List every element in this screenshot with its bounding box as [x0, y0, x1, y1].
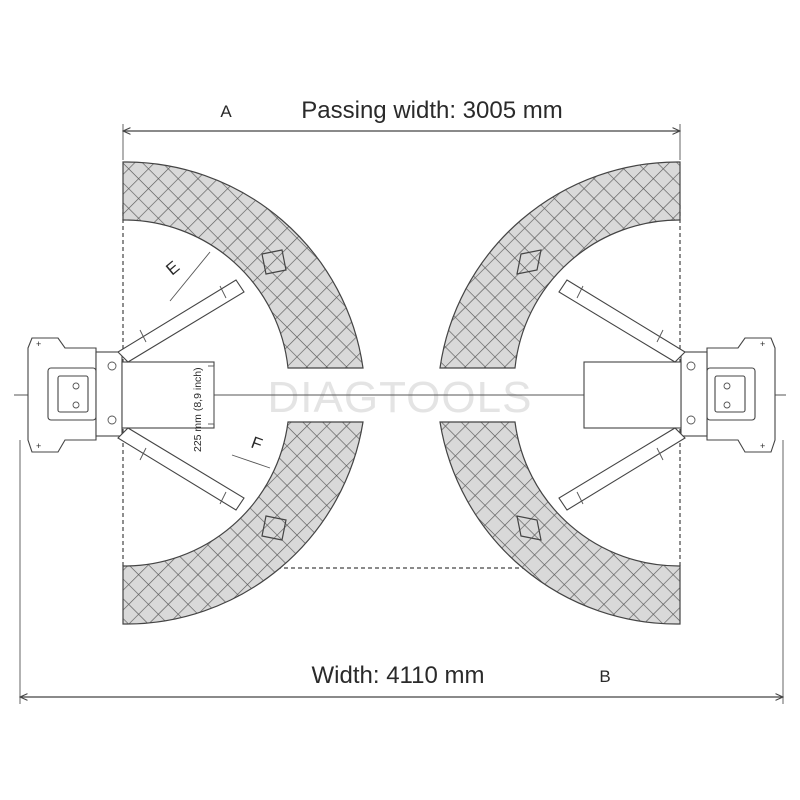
- right-lower-pad-arc: [439, 421, 681, 625]
- arm-spacing-label: 225 mm (8,9 inch): [192, 367, 204, 452]
- passing-width-dimension: [123, 124, 680, 160]
- f-leader-line: [231, 454, 271, 469]
- svg-text:+: +: [36, 339, 41, 349]
- left-post: + +: [27, 337, 215, 453]
- passing-width-label: Passing width: 3005 mm: [301, 97, 562, 124]
- left-lower-arm: [117, 427, 287, 541]
- left-upper-arm: [117, 249, 287, 363]
- width-label: Width: 4110 mm: [312, 662, 485, 689]
- svg-text:+: +: [760, 339, 765, 349]
- svg-text:+: +: [36, 441, 41, 451]
- left-lower-pad-arc: [122, 421, 364, 625]
- letter-a-label: A: [220, 102, 232, 121]
- letter-b-label: B: [599, 667, 610, 686]
- left-upper-pad-arc: [122, 161, 364, 369]
- right-upper-pad-arc: [439, 161, 681, 369]
- watermark-text: DIAGTOOLS: [268, 373, 533, 422]
- overall-width-dimension: [20, 440, 783, 704]
- e-leader-line: [169, 251, 211, 302]
- letter-e-label: E: [162, 257, 183, 279]
- right-post: + +: [583, 337, 776, 453]
- letter-f-label: F: [249, 433, 265, 454]
- right-upper-arm: [516, 249, 686, 363]
- svg-text:+: +: [760, 441, 765, 451]
- right-lower-arm: [516, 427, 686, 541]
